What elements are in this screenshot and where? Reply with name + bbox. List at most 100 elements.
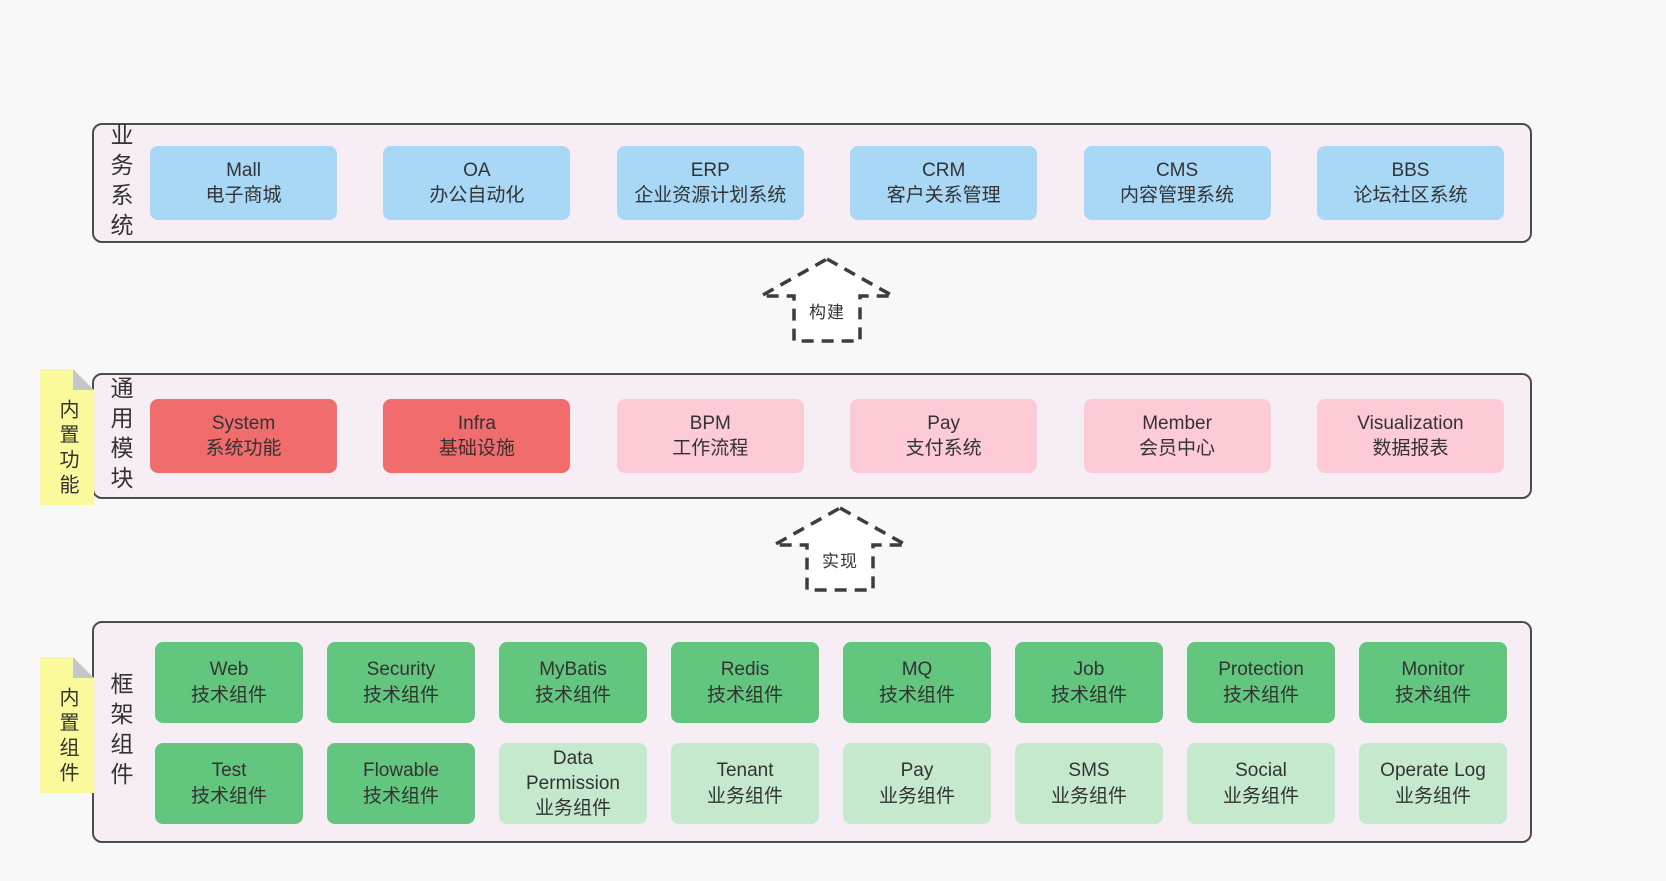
module-desc: 工作流程	[672, 438, 749, 459]
module-desc: 业务组件	[1394, 785, 1471, 807]
module-desc: 系统功能	[205, 438, 282, 459]
module-name: Data Permission	[526, 747, 620, 794]
sticky-note-tag-built-in-components: 内置组件	[40, 657, 94, 793]
module-box-mq: MQ 技术组件	[843, 642, 991, 723]
module-box-monitor: Monitor 技术组件	[1359, 642, 1507, 723]
module-desc: 数据报表	[1372, 438, 1449, 459]
module-desc: 会员中心	[1139, 438, 1216, 459]
module-box-system: System 系统功能	[150, 399, 337, 473]
module-desc: 技术组件	[190, 785, 267, 807]
arrow-label-implement: 实现	[822, 552, 858, 571]
folded-corner-icon	[73, 657, 94, 678]
module-box-security: Security 技术组件	[327, 642, 475, 723]
panel-business-systems: 业务系统 Mall 电子商城 OA 办公自动化 ERP 企业资源计划系统 CRM 客户关系管理…	[92, 123, 1532, 243]
module-name: SMS	[1068, 760, 1110, 782]
module-box-flowable: Flowable 技术组件	[327, 743, 475, 824]
module-name: Flowable	[362, 760, 440, 782]
module-desc: 电子商城	[205, 185, 282, 206]
module-desc: 业务组件	[706, 785, 783, 807]
module-name: Job	[1073, 659, 1105, 681]
module-name: Protection	[1218, 659, 1304, 681]
module-box-mybatis: MyBatis 技术组件	[499, 642, 647, 723]
module-box-mall: Mall 电子商城	[150, 146, 337, 220]
module-desc: 技术组件	[534, 684, 611, 706]
module-name: Test	[211, 760, 247, 782]
module-desc: 技术组件	[878, 684, 955, 706]
module-desc: 技术组件	[1050, 684, 1127, 706]
module-desc: 支付系统	[905, 438, 982, 459]
module-name: BBS	[1391, 159, 1430, 181]
module-desc: 业务组件	[1050, 785, 1127, 807]
module-name: Tenant	[716, 760, 774, 782]
tag-label: 内置功能	[56, 399, 78, 499]
module-box-tenant: Tenant 业务组件	[671, 743, 819, 824]
module-box-bbs: BBS 论坛社区系统	[1316, 146, 1504, 220]
module-name: Pay	[927, 412, 961, 434]
box-row-modules: System 系统功能 Infra 基础设施 BPM 工作流程 Pay 支付系统 Member 会…	[150, 399, 1504, 473]
module-name: Redis	[720, 659, 770, 681]
module-box-operate-log: Operate Log 业务组件	[1359, 743, 1507, 824]
module-name: Visualization	[1357, 412, 1464, 434]
module-box-member: Member 会员中心	[1083, 399, 1271, 473]
module-name: Security	[366, 659, 436, 681]
module-box-visualization: Visualization 数据报表	[1316, 399, 1504, 473]
module-box-social: Social 业务组件	[1187, 743, 1335, 824]
module-box-test: Test 技术组件	[155, 743, 303, 824]
module-name: OA	[463, 159, 491, 181]
module-box-bpm: BPM 工作流程	[616, 399, 804, 473]
folded-corner-icon	[73, 369, 94, 390]
module-name: Mall	[226, 159, 261, 181]
module-desc: 基础设施	[438, 438, 515, 459]
module-box-redis: Redis 技术组件	[671, 642, 819, 723]
module-name: Monitor	[1401, 659, 1465, 681]
dashed-up-arrow-build: 构建	[757, 256, 897, 344]
module-box-crm: CRM 客户关系管理	[850, 146, 1038, 220]
module-box-oa: OA 办公自动化	[383, 146, 571, 220]
module-box-pay: Pay 支付系统	[850, 399, 1038, 473]
module-box-sms: SMS 业务组件	[1015, 743, 1163, 824]
module-name: Social	[1235, 760, 1287, 782]
module-box-job: Job 技术组件	[1015, 642, 1163, 723]
module-name: Member	[1142, 412, 1212, 434]
panel-title-vertical: 框架组件	[107, 672, 133, 792]
module-desc: 技术组件	[362, 684, 439, 706]
module-box-infra: Infra 基础设施	[383, 399, 571, 473]
module-desc: 技术组件	[190, 684, 267, 706]
module-name: Pay	[900, 760, 934, 782]
module-name: Web	[209, 659, 249, 681]
module-name: MyBatis	[539, 659, 607, 681]
module-desc: 业务组件	[1222, 785, 1299, 807]
module-desc: 技术组件	[362, 785, 439, 807]
module-desc: 办公自动化	[429, 185, 525, 206]
module-name: CRM	[922, 159, 966, 181]
module-desc: 技术组件	[706, 684, 783, 706]
module-desc: 技术组件	[1394, 684, 1471, 706]
module-name: Infra	[457, 412, 496, 434]
module-desc: 论坛社区系统	[1353, 185, 1468, 206]
arrow-shape	[770, 505, 910, 592]
panel-title-vertical: 业务系统	[107, 123, 133, 243]
arrow-label-build: 构建	[809, 303, 845, 322]
module-name: BPM	[689, 412, 731, 434]
module-desc: 技术组件	[1222, 684, 1299, 706]
tag-label: 内置组件	[56, 687, 78, 787]
module-name: ERP	[690, 159, 730, 181]
module-desc: 企业资源计划系统	[634, 185, 787, 206]
module-name: MQ	[901, 659, 933, 681]
sticky-note-tag-built-in-features: 内置功能	[40, 369, 94, 505]
module-desc: 客户关系管理	[886, 185, 1001, 206]
dashed-up-arrow-implement: 实现	[770, 505, 910, 593]
module-box-protection: Protection 技术组件	[1187, 642, 1335, 723]
module-name: CMS	[1155, 159, 1199, 181]
module-name: System	[211, 412, 276, 434]
module-name: Operate Log	[1380, 760, 1486, 782]
panel-title-vertical: 通用模块	[107, 376, 133, 496]
